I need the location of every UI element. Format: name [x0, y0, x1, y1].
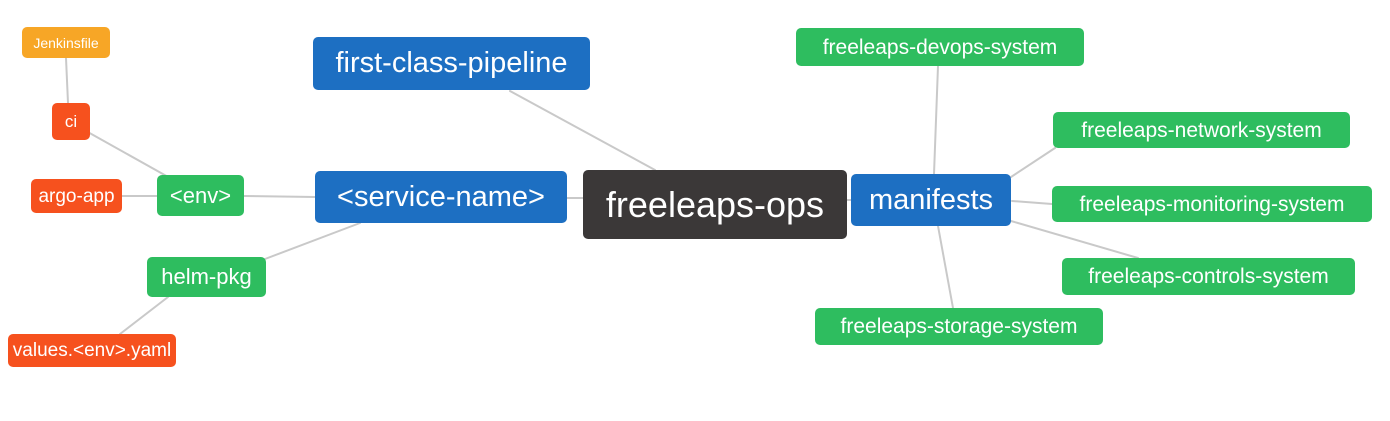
node-freeleaps-controls-system[interactable]: freeleaps-controls-system: [1062, 258, 1355, 295]
edge-manifests-devops: [933, 65, 939, 175]
node-manifests[interactable]: manifests: [851, 174, 1011, 226]
edge-jenkinsfile-ci: [65, 57, 69, 104]
edge-manifests-storage: [937, 225, 954, 309]
node-first-class-pipeline[interactable]: first-class-pipeline: [313, 37, 590, 90]
node-argo-app[interactable]: argo-app: [31, 179, 122, 213]
node-ci[interactable]: ci: [52, 103, 90, 140]
node-freeleaps-ops-root[interactable]: freeleaps-ops: [583, 170, 847, 239]
edge-pipeline-root: [509, 90, 656, 171]
node-jenkinsfile[interactable]: Jenkinsfile: [22, 27, 110, 58]
edge-manifests-network: [1010, 147, 1056, 178]
node-freeleaps-devops-system[interactable]: freeleaps-devops-system: [796, 28, 1084, 66]
edge-manifests-controls: [1010, 220, 1139, 259]
edge-env-servicename: [243, 195, 316, 198]
node-helm-pkg[interactable]: helm-pkg: [147, 257, 266, 297]
node-freeleaps-storage-system[interactable]: freeleaps-storage-system: [815, 308, 1103, 345]
edge-helmpkg-servicename: [264, 222, 361, 260]
node-values-env-yaml[interactable]: values.<env>.yaml: [8, 334, 176, 367]
node-freeleaps-network-system[interactable]: freeleaps-network-system: [1053, 112, 1350, 148]
edge-values-helmpkg: [119, 296, 169, 335]
node-env[interactable]: <env>: [157, 175, 244, 216]
edge-manifests-monitoring: [1011, 200, 1053, 205]
node-freeleaps-monitoring-system[interactable]: freeleaps-monitoring-system: [1052, 186, 1372, 222]
node-service-name[interactable]: <service-name>: [315, 171, 567, 223]
edge-ci-env: [85, 130, 171, 179]
